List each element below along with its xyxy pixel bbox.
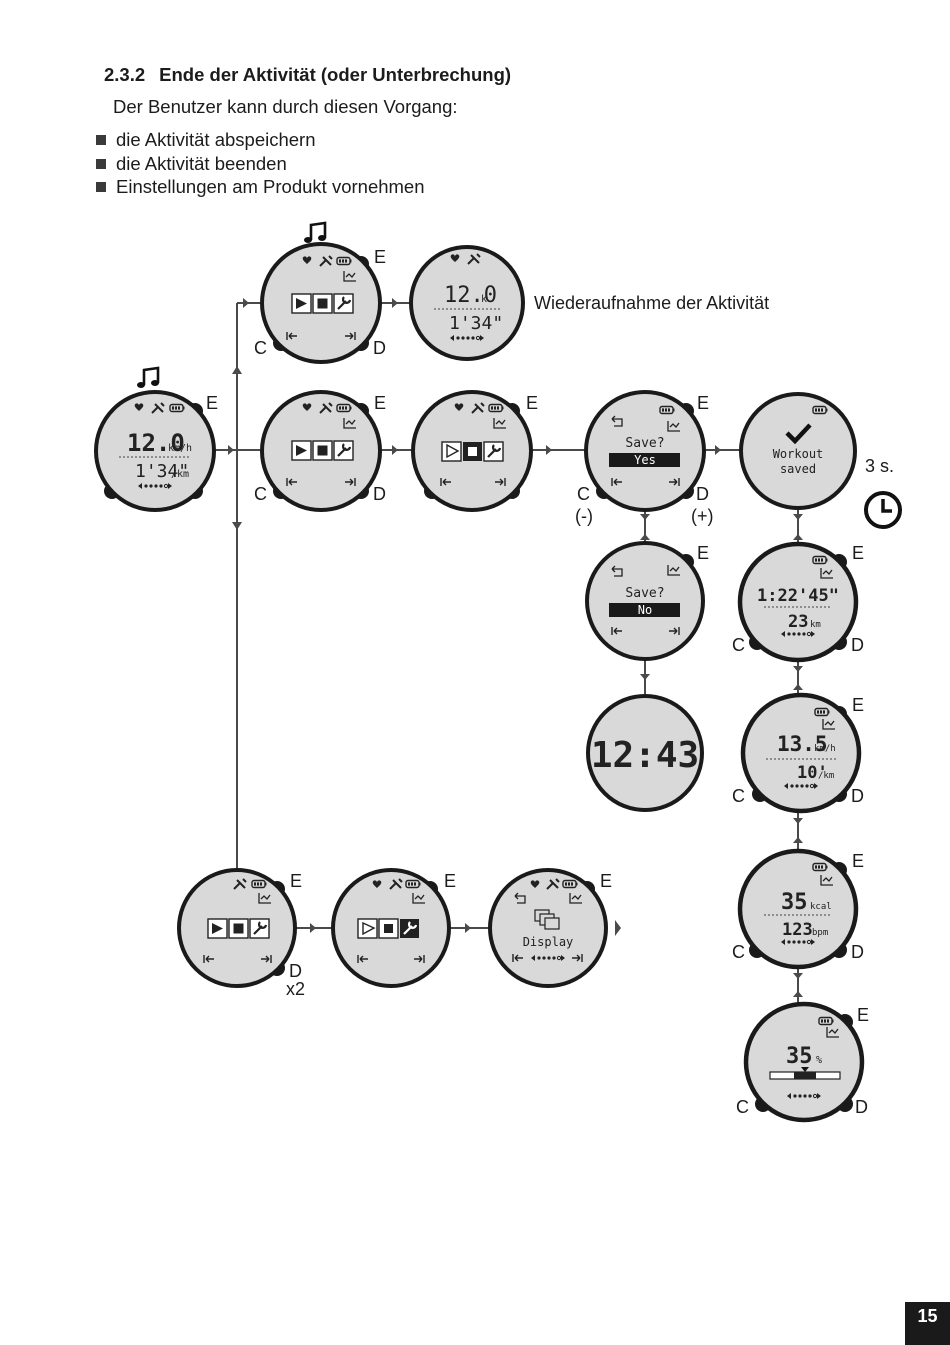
watch-clock: 12:43 bbox=[586, 694, 704, 812]
button-label-c: C bbox=[732, 786, 745, 806]
section-title: Ende der Aktivität (oder Unterbrechung) bbox=[159, 64, 512, 85]
button-labels: E C D E E C D E E C D (-) (+) E E C D E … bbox=[206, 247, 894, 1117]
watch-settings-menu bbox=[177, 868, 297, 988]
saved-line1: Workout bbox=[773, 447, 824, 461]
square-bullet-icon bbox=[96, 158, 106, 169]
clock-time: 12:43 bbox=[591, 735, 699, 776]
save-prompt: Save? bbox=[625, 436, 664, 451]
button-label-e: E bbox=[852, 543, 864, 563]
watch-summary-time: 1:22'45" 23 km bbox=[737, 541, 859, 663]
watch-save-no: Save? No bbox=[585, 541, 705, 661]
button-label-minus: (-) bbox=[575, 506, 593, 526]
watch-summary-kcal: 35 kcal 123 bpm bbox=[737, 848, 859, 970]
resume-pace-value: 1'34" bbox=[449, 313, 503, 334]
summary-bpm-unit: bpm bbox=[812, 928, 828, 938]
summary-speed: 13.5 bbox=[777, 732, 828, 756]
button-label-c: C bbox=[736, 1097, 749, 1117]
press-twice-label: x2 bbox=[286, 979, 305, 999]
bullet-item: die Aktivität beenden bbox=[96, 152, 425, 176]
button-label-c: C bbox=[732, 635, 745, 655]
resume-speed-unit: k bbox=[481, 294, 487, 305]
pace-value: 1'34" bbox=[135, 461, 189, 482]
bullet-item: die Aktivität abspeichern bbox=[96, 128, 425, 152]
summary-pace: 10' bbox=[797, 763, 828, 783]
summary-percent-unit: % bbox=[816, 1055, 822, 1066]
resume-label: Wiederaufnahme der Aktivität bbox=[534, 293, 769, 313]
button-label-e: E bbox=[526, 393, 538, 413]
saved-line2: saved bbox=[780, 462, 816, 476]
button-label-e: E bbox=[857, 1005, 869, 1025]
watch-paused-menu-top bbox=[260, 242, 382, 364]
button-label-d: D bbox=[855, 1097, 868, 1117]
save-yes-option: Yes bbox=[634, 453, 656, 467]
display-label: Display bbox=[523, 935, 574, 949]
button-label-e: E bbox=[852, 695, 864, 715]
button-label-d: D bbox=[696, 484, 709, 504]
save-no-option: No bbox=[638, 603, 652, 617]
button-label-e: E bbox=[206, 393, 218, 413]
button-label-c: C bbox=[577, 484, 590, 504]
button-label-plus: (+) bbox=[691, 506, 714, 526]
summary-bpm: 123 bbox=[782, 920, 813, 940]
button-label-d: D bbox=[289, 961, 302, 981]
button-label-e: E bbox=[697, 543, 709, 563]
watch-display-settings: Display bbox=[488, 868, 608, 988]
button-label-d: D bbox=[851, 786, 864, 806]
square-bullet-icon bbox=[96, 182, 106, 192]
display-screens-icon bbox=[534, 909, 560, 930]
section-heading: 2.3.2 Ende der Aktivität (oder Unterbrech… bbox=[104, 64, 511, 86]
connector-arrowheads bbox=[228, 298, 803, 997]
button-label-e: E bbox=[374, 393, 386, 413]
button-label-e: E bbox=[697, 393, 709, 413]
summary-kcal: 35 bbox=[781, 890, 808, 915]
music-note-icon bbox=[302, 221, 328, 245]
button-label-e: E bbox=[444, 871, 456, 891]
button-label-e: E bbox=[290, 871, 302, 891]
watch-resumed: 12.0 k 1'34" bbox=[409, 245, 525, 361]
summary-pace-unit: /km bbox=[818, 771, 834, 781]
resume-speed-value: 12.0 bbox=[444, 283, 497, 308]
summary-distance-unit: km bbox=[810, 620, 821, 630]
speed-value: 12.0 bbox=[127, 429, 185, 457]
intro-text: Der Benutzer kann durch diesen Vorgang: bbox=[113, 96, 458, 117]
button-label-d: D bbox=[373, 484, 386, 504]
clock-icon bbox=[864, 491, 902, 529]
page-number: 15 bbox=[905, 1302, 950, 1345]
watch-save-yes: Save? Yes bbox=[584, 390, 706, 512]
summary-distance: 23 bbox=[788, 612, 808, 632]
button-label-d: D bbox=[851, 942, 864, 962]
button-label-d: D bbox=[851, 635, 864, 655]
pace-unit: /km bbox=[171, 469, 189, 480]
button-label-e: E bbox=[852, 851, 864, 871]
bullet-list: die Aktivität abspeichern die Aktivität … bbox=[96, 128, 425, 199]
button-label-d: D bbox=[373, 338, 386, 358]
watch-summary-speed: 13.5 km/h 10' /km bbox=[740, 692, 862, 814]
button-label-e: E bbox=[600, 871, 612, 891]
summary-time: 1:22'45" bbox=[757, 586, 839, 606]
save-prompt: Save? bbox=[625, 586, 664, 601]
summary-kcal-unit: kcal bbox=[810, 902, 832, 912]
music-note-icon bbox=[135, 366, 161, 390]
watch-running: 12.0 km/h 1'34" /km bbox=[94, 390, 216, 512]
summary-speed-unit: km/h bbox=[814, 744, 836, 754]
bullet-item: Einstellungen am Produkt vornehmen bbox=[96, 175, 425, 199]
button-label-c: C bbox=[254, 338, 267, 358]
watch-workout-saved: Workout saved bbox=[739, 392, 857, 510]
speed-unit: km/h bbox=[168, 443, 192, 454]
timeout-label: 3 s. bbox=[865, 456, 894, 476]
square-bullet-icon bbox=[96, 135, 106, 145]
watch-paused-menu bbox=[260, 390, 382, 512]
button-label-e: E bbox=[374, 247, 386, 267]
watch-summary-percent: 35 % bbox=[743, 1001, 865, 1123]
button-label-c: C bbox=[732, 942, 745, 962]
watch-stop-selected bbox=[411, 390, 533, 512]
section-number: 2.3.2 bbox=[104, 64, 146, 85]
watch-wrench-selected bbox=[331, 868, 451, 988]
button-label-c: C bbox=[254, 484, 267, 504]
summary-percent: 35 bbox=[786, 1044, 813, 1069]
